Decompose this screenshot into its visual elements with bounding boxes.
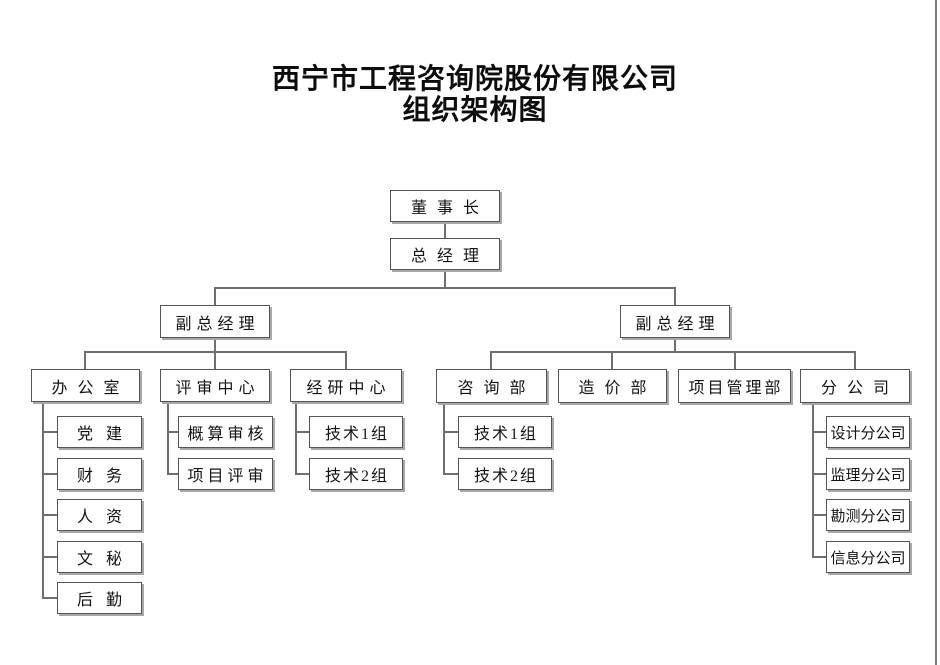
chart-subtitle: 组织架构图 bbox=[402, 95, 548, 126]
node-consulting-dept: 咨询部 bbox=[436, 369, 547, 403]
connector-line bbox=[215, 287, 676, 289]
node-research-tech-group-2: 技术2组 bbox=[309, 458, 403, 490]
node-project-mgmt-dept: 项目管理部 bbox=[678, 369, 791, 403]
connector-line bbox=[42, 556, 57, 558]
connector-line bbox=[295, 431, 309, 433]
connector-line bbox=[491, 351, 856, 353]
connector-line bbox=[674, 287, 676, 305]
connector-line bbox=[812, 514, 826, 516]
connector-line bbox=[214, 338, 216, 352]
node-estimate-review: 概算审核 bbox=[178, 416, 273, 448]
connector-line bbox=[345, 351, 347, 369]
connector-line bbox=[214, 287, 216, 305]
node-design-branch: 设计分公司 bbox=[826, 416, 910, 448]
connector-line bbox=[443, 431, 458, 433]
chart-title: 西宁市工程咨询院股份有限公司 组织架构图 bbox=[175, 64, 775, 126]
connector-line bbox=[490, 351, 492, 369]
node-general-manager: 总经理 bbox=[390, 238, 500, 270]
node-information-branch: 信息分公司 bbox=[826, 541, 910, 573]
connector-line bbox=[812, 403, 814, 558]
node-human-resources: 人资 bbox=[57, 499, 142, 531]
node-finance: 财务 bbox=[57, 458, 142, 490]
connector-line bbox=[84, 351, 86, 369]
node-supervision-branch: 监理分公司 bbox=[826, 458, 910, 490]
node-cost-dept: 造价部 bbox=[558, 369, 667, 403]
node-party-building: 党建 bbox=[57, 416, 142, 448]
connector-line bbox=[85, 351, 347, 353]
connector-line bbox=[734, 351, 736, 369]
connector-line bbox=[443, 473, 458, 475]
connector-line bbox=[42, 431, 57, 433]
connector-line bbox=[812, 431, 826, 433]
node-deputy-manager-right: 副总经理 bbox=[620, 305, 730, 338]
connector-line bbox=[214, 351, 216, 369]
company-name: 西宁市工程咨询院股份有限公司 bbox=[271, 64, 678, 95]
connector-line bbox=[295, 402, 297, 474]
connector-line bbox=[42, 402, 44, 598]
connector-line bbox=[444, 270, 446, 288]
connector-line bbox=[42, 597, 57, 599]
node-research-tech-group-1: 技术1组 bbox=[309, 416, 403, 448]
connector-line bbox=[443, 403, 445, 474]
connector-line bbox=[854, 351, 856, 369]
page-edge-line bbox=[935, 0, 937, 665]
connector-line bbox=[444, 222, 446, 238]
node-research-center: 经研中心 bbox=[290, 369, 402, 402]
node-chairman: 董事长 bbox=[390, 190, 500, 222]
connector-line bbox=[167, 431, 178, 433]
node-branch-companies: 分公司 bbox=[800, 369, 910, 403]
connector-line bbox=[295, 473, 309, 475]
connector-line bbox=[42, 473, 57, 475]
connector-line bbox=[42, 514, 57, 516]
connector-line bbox=[167, 402, 169, 474]
node-secretarial: 文秘 bbox=[57, 541, 142, 573]
connector-line bbox=[812, 473, 826, 475]
connector-line bbox=[674, 338, 676, 352]
node-logistics: 后勤 bbox=[57, 582, 142, 614]
node-project-review: 项目评审 bbox=[178, 458, 273, 490]
node-consulting-tech-group-2: 技术2组 bbox=[458, 458, 552, 490]
node-review-center: 评审中心 bbox=[160, 369, 270, 402]
node-survey-branch: 勘测分公司 bbox=[826, 499, 910, 531]
connector-line bbox=[167, 473, 178, 475]
connector-line bbox=[611, 351, 613, 369]
node-consulting-tech-group-1: 技术1组 bbox=[458, 416, 552, 448]
connector-line bbox=[812, 556, 826, 558]
node-deputy-manager-left: 副总经理 bbox=[160, 305, 270, 338]
node-office: 办公室 bbox=[31, 369, 140, 402]
